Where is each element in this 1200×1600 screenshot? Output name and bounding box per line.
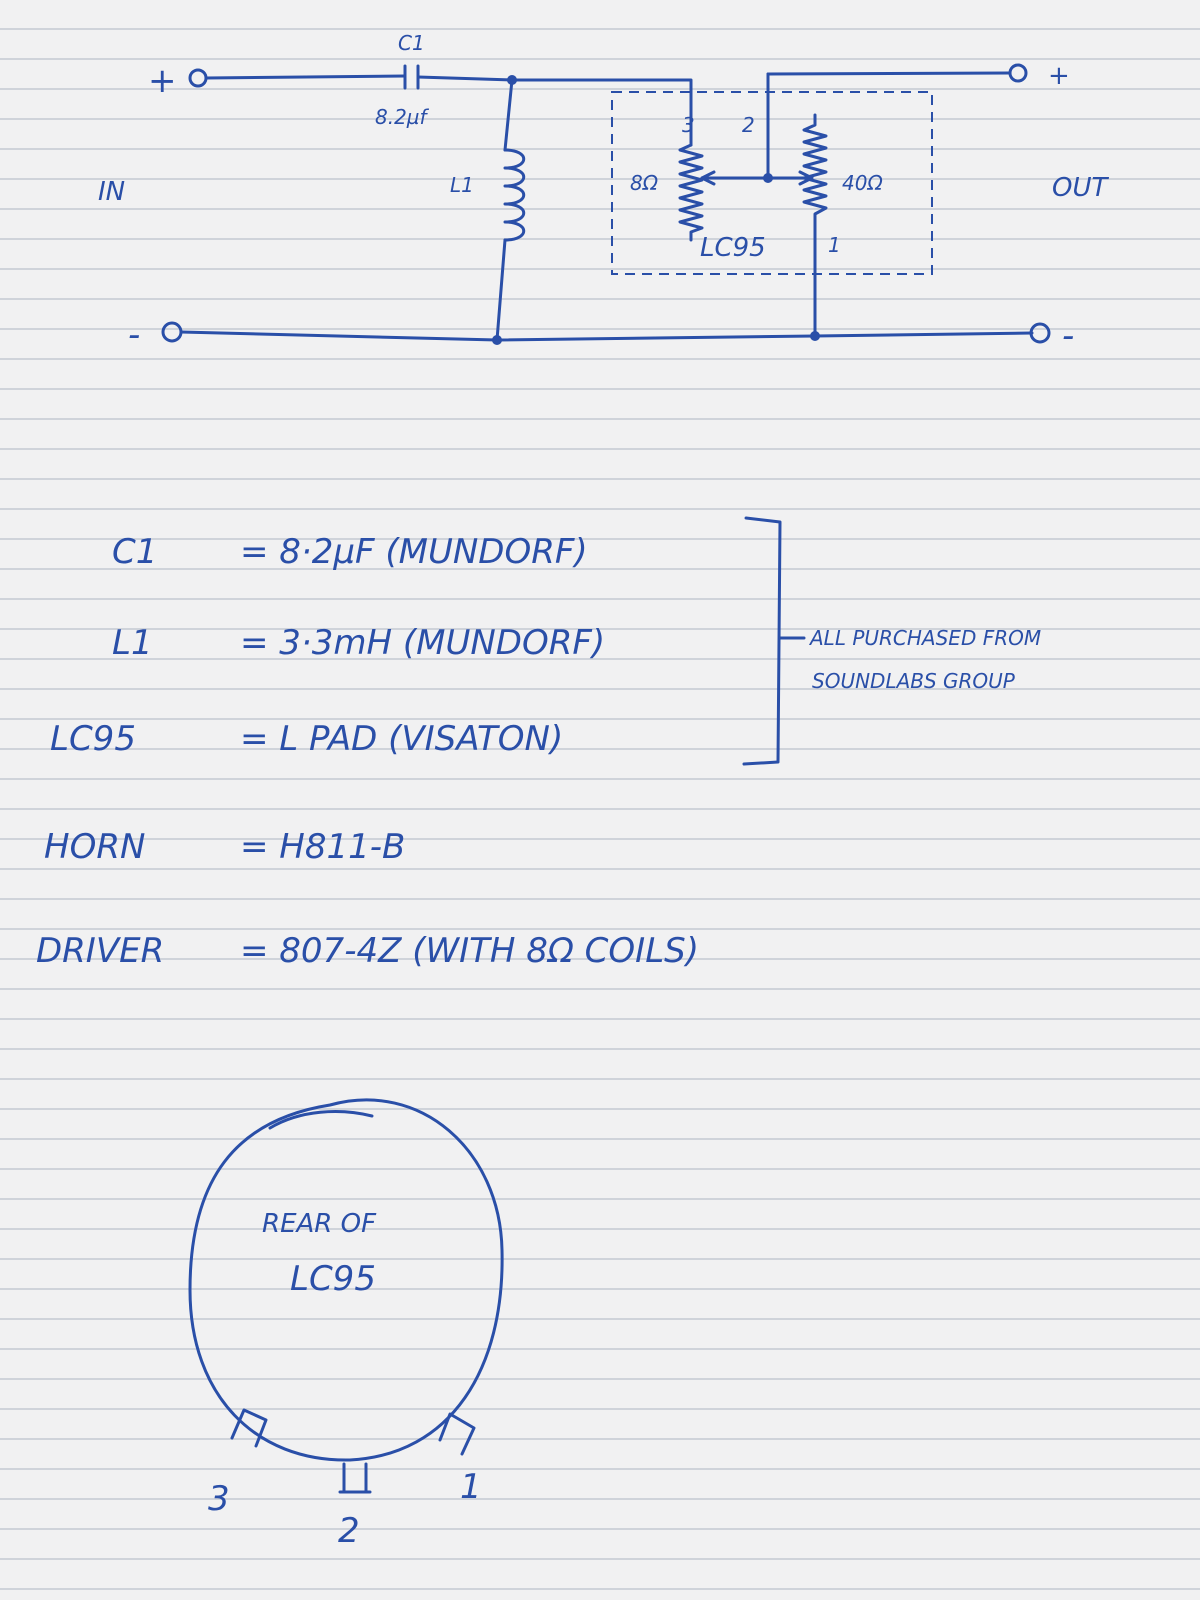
part-name-c1: C1 <box>112 532 157 572</box>
lc95-pin2-tab <box>338 1462 372 1494</box>
parts-list: C1 = 8·2µF (MUNDORF) L1 = 3·3mH (MUNDORF… <box>36 532 699 971</box>
output-plus-terminal <box>1008 63 1028 83</box>
part-name-horn: HORN <box>44 827 145 867</box>
pin3-label: 3 <box>682 113 695 137</box>
part-value-l1: = 3·3mH (MUNDORF) <box>240 623 605 663</box>
input-label: IN <box>98 177 125 207</box>
wiper-40ohm-arrow <box>798 170 814 186</box>
input-minus-terminal <box>161 321 183 343</box>
input-plus-terminal <box>188 68 208 88</box>
c1-value: 8.2µf <box>375 105 430 129</box>
rear-pin3-label: 3 <box>208 1479 230 1519</box>
l1-lead-bottom <box>495 238 507 342</box>
rear-pin1-label: 1 <box>460 1467 482 1507</box>
node-l1-ground <box>492 335 502 345</box>
input-minus-label: - <box>128 315 140 355</box>
output-minus-label: - <box>1062 316 1074 356</box>
parts-bracket <box>742 516 782 766</box>
capacitor-c1 <box>403 64 420 90</box>
l1-lead-top <box>503 78 514 152</box>
lc95-pin1-tab <box>438 1412 476 1456</box>
input-plus-label: + <box>148 61 177 101</box>
top-wire-middle <box>416 75 514 82</box>
wire-to-pin3 <box>510 78 693 147</box>
part-value-c1: = 8·2µF (MUNDORF) <box>240 532 588 572</box>
output-label: OUT <box>1052 173 1109 203</box>
resistor-8ohm <box>678 143 704 242</box>
part-value-driver: = 807-4Z (WITH 8Ω COILS) <box>240 931 699 971</box>
output-minus-terminal <box>1029 322 1051 344</box>
wiper-8ohm-arrow <box>700 170 716 186</box>
resistor-8ohm-label: 8Ω <box>630 171 659 195</box>
resistor-40ohm <box>802 113 828 338</box>
part-name-l1: L1 <box>112 623 153 663</box>
resistor-40ohm-label: 40Ω <box>842 171 883 195</box>
part-name-lc95: LC95 <box>50 719 136 759</box>
bracket-note-line2: SOUNDLABS GROUP <box>812 669 1016 693</box>
bracket-note-line1: ALL PURCHASED FROM <box>808 626 1041 650</box>
lc95-package-outline <box>611 91 933 275</box>
c1-label: C1 <box>398 31 425 55</box>
output-plus-label: + <box>1048 61 1070 91</box>
part-name-driver: DRIVER <box>36 931 164 971</box>
lc95-rear-outline <box>188 1098 504 1462</box>
bottom-wire <box>179 330 1034 342</box>
part-value-horn: = H811-B <box>240 827 405 867</box>
l1-label: L1 <box>450 173 474 197</box>
top-wire-output <box>766 71 1012 76</box>
rear-title-line2: LC95 <box>290 1259 376 1299</box>
top-wire-left <box>204 74 407 80</box>
inductor-l1 <box>503 148 526 242</box>
pin1-label: 1 <box>828 233 841 257</box>
rear-pin2-label: 2 <box>338 1511 360 1551</box>
rear-title-line1: REAR OF <box>262 1209 377 1239</box>
part-value-lc95: = L PAD (VISATON) <box>240 719 563 759</box>
lc95-label: LC95 <box>700 233 766 263</box>
pin2-label: 2 <box>742 113 755 137</box>
lc95-pin3-tab <box>230 1408 268 1448</box>
